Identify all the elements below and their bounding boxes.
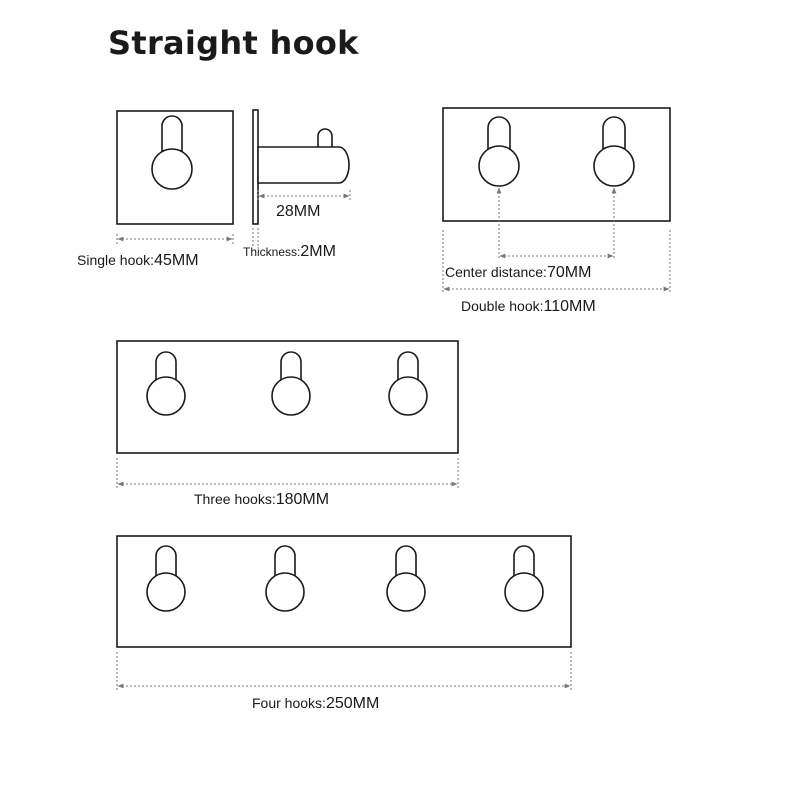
single-hook-label: Single hook: bbox=[77, 252, 155, 268]
four-hook-label: Four hooks: bbox=[252, 695, 326, 711]
three-hook-size-label: Three hooks:180MM bbox=[194, 491, 329, 508]
four-hook-size: 250MM bbox=[325, 695, 380, 712]
thickness-dimension-label: Thickness:2MM bbox=[243, 244, 336, 260]
single-hook-size: 45MM bbox=[154, 252, 199, 269]
double-hook-plate bbox=[442, 107, 671, 222]
three-hook-size: 180MM bbox=[275, 491, 330, 508]
single-hook-size-label: Single hook:45MM bbox=[77, 252, 199, 269]
three-hook-plate bbox=[116, 340, 459, 454]
center-distance-dimension-label: Center distance:70MM bbox=[445, 264, 591, 281]
depth-label: 28MM bbox=[276, 203, 320, 220]
single-hook-front bbox=[116, 110, 234, 225]
single-hook-side bbox=[252, 109, 350, 225]
thickness-label: Thickness: bbox=[243, 245, 301, 259]
double-hook-size: 110MM bbox=[543, 298, 596, 315]
three-hook-label: Three hooks: bbox=[194, 491, 276, 507]
double-hook-size-label: Double hook:110MM bbox=[461, 298, 596, 315]
thickness-value: 2MM bbox=[300, 243, 336, 260]
depth-value: 28MM bbox=[276, 203, 321, 220]
dimension-lines bbox=[116, 187, 671, 690]
page-title: Straight hook bbox=[108, 24, 359, 62]
center-distance-label: Center distance: bbox=[445, 264, 547, 280]
center-distance-value: 70MM bbox=[546, 264, 592, 281]
double-hook-label: Double hook: bbox=[461, 298, 544, 314]
four-hook-plate bbox=[116, 535, 572, 648]
four-hook-size-label: Four hooks:250MM bbox=[252, 695, 379, 712]
